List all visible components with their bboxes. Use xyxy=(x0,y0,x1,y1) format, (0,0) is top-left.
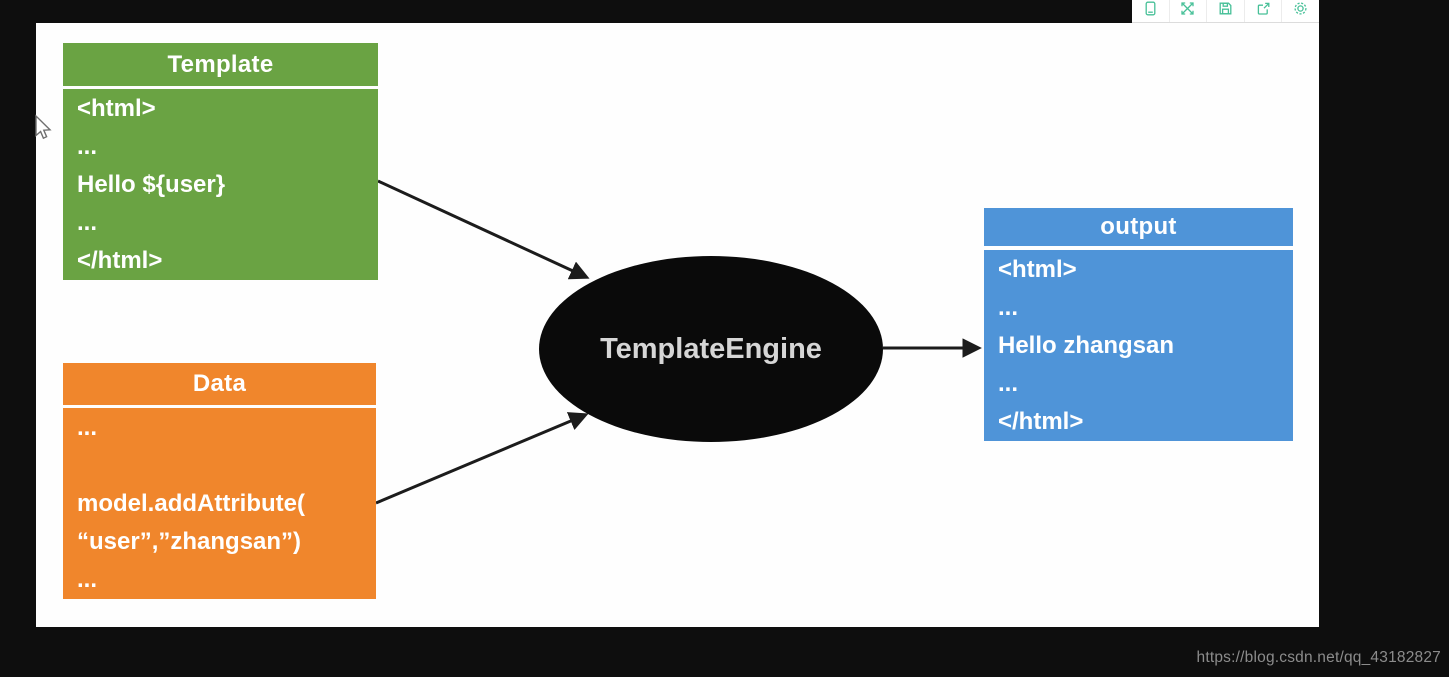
share-icon xyxy=(1256,1,1271,21)
output-code-line: Hello zhangsan xyxy=(998,332,1175,359)
save-icon xyxy=(1218,1,1233,21)
template-box-title: Template xyxy=(63,43,378,86)
watermark-url: https://blog.csdn.net/qq_43182827 xyxy=(1196,649,1441,666)
template-engine-node: TemplateEngine xyxy=(539,256,883,442)
data-box-title: Data xyxy=(63,363,376,405)
arrow-data-to-engine xyxy=(375,412,589,505)
fullscreen-button[interactable] xyxy=(1168,0,1207,22)
data-code-line: ... xyxy=(77,414,98,441)
arrow-template-to-engine xyxy=(377,179,590,280)
fullscreen-icon xyxy=(1180,1,1195,21)
template-code-line: ... xyxy=(77,209,98,236)
template-box-body: <html> ... Hello ${user} ... </html> xyxy=(63,89,378,280)
template-code-line: Hello ${user} xyxy=(77,171,226,198)
viewer-toolbar xyxy=(1132,0,1319,23)
template-code-line: ... xyxy=(77,133,98,160)
save-button[interactable] xyxy=(1206,0,1244,22)
output-code-line: ... xyxy=(998,294,1019,321)
output-code-line: ... xyxy=(998,370,1019,397)
mobile-preview-button[interactable] xyxy=(1132,0,1169,22)
data-code-line: “user”,”zhangsan”) xyxy=(77,528,302,555)
data-code-line: model.addAttribute( xyxy=(77,490,305,517)
template-code-line: </html> xyxy=(77,247,163,274)
data-box-body: ... model.addAttribute( “user”,”zhangsan… xyxy=(63,408,376,599)
share-button[interactable] xyxy=(1243,0,1282,22)
output-code-line: <html> xyxy=(998,256,1077,283)
data-code-line: ... xyxy=(77,566,98,593)
mobile-preview-icon xyxy=(1143,1,1158,21)
template-code-line: <html> xyxy=(77,95,156,122)
settings-icon xyxy=(1293,1,1308,21)
slide-canvas: Template <html> ... Hello ${user} ... </… xyxy=(36,23,1319,627)
output-box-body: <html> ... Hello zhangsan ... </html> xyxy=(984,250,1293,441)
data-box: Data ... model.addAttribute( “user”,”zha… xyxy=(63,363,376,599)
output-code-line: </html> xyxy=(998,408,1084,435)
data-code-line xyxy=(77,447,376,485)
template-engine-label: TemplateEngine xyxy=(600,332,822,365)
output-box-title: output xyxy=(984,208,1293,246)
settings-button[interactable] xyxy=(1281,0,1319,22)
template-box: Template <html> ... Hello ${user} ... </… xyxy=(63,43,378,280)
output-box: output <html> ... Hello zhangsan ... </h… xyxy=(984,208,1293,441)
